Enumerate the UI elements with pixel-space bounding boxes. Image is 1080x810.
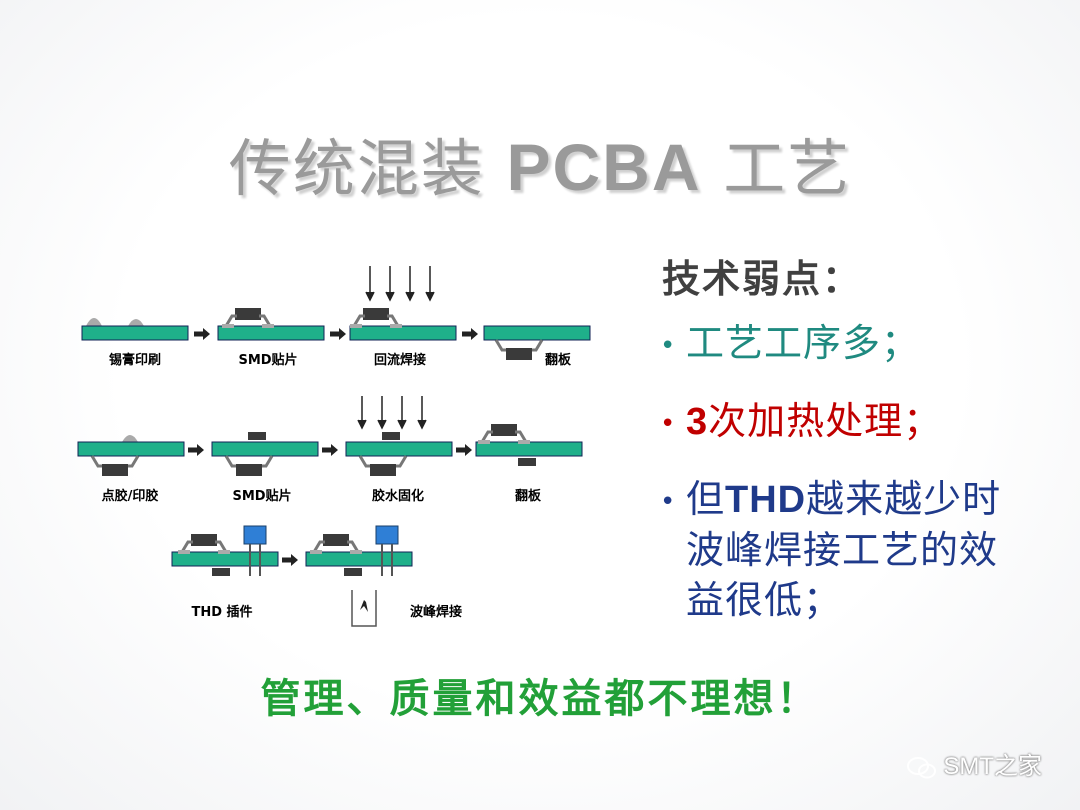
bullet-icon: •	[660, 408, 677, 439]
label-wave-solder: 波峰焊接	[410, 604, 462, 620]
row2-step4: 翻板	[475, 422, 583, 504]
arrow-icon	[330, 328, 346, 340]
row3-step1: THD 插件	[171, 525, 279, 620]
label-solder-paste-print: 锡膏印刷	[109, 352, 161, 368]
watermark: SMT之家	[907, 746, 1042, 781]
row2-step3: 胶水固化	[345, 396, 453, 504]
label-reflow: 回流焊接	[374, 352, 426, 368]
label-thd-insert: THD 插件	[191, 604, 252, 620]
arrow-icon	[322, 444, 338, 456]
row3-step2: 波峰焊接	[305, 525, 462, 627]
weakness-point-1: •工艺工序多；	[660, 318, 920, 371]
arrow-icon	[456, 444, 472, 456]
arrow-icon	[188, 444, 204, 456]
row2-step2: SMD贴片	[211, 432, 319, 504]
bullet-icon: •	[660, 486, 677, 517]
label-cure: 胶水固化	[372, 488, 424, 504]
label-smd-place-2: SMD贴片	[232, 488, 291, 504]
row1-step1: 锡膏印刷	[81, 318, 189, 368]
arrow-icon	[282, 554, 298, 566]
arrow-icon	[194, 328, 210, 340]
weakness-point-3: •但THD越来越少时波峰焊接工艺的效益很低；	[660, 477, 1002, 622]
wechat-icon	[907, 756, 937, 779]
arrow-icon	[462, 328, 478, 340]
weakness-heading: 技术弱点：	[662, 257, 863, 301]
row2-step1: 点胶/印胶	[77, 435, 185, 504]
row1-step2: SMD贴片	[217, 306, 325, 368]
row1-step4: 翻板	[483, 325, 591, 368]
bullet-icon: •	[660, 330, 677, 361]
label-glue: 点胶/印胶	[102, 488, 159, 504]
label-flip-1: 翻板	[545, 352, 572, 368]
label-smd-place-1: SMD贴片	[238, 352, 297, 368]
process-diagram: 锡膏印刷 SMD贴片 回流焊接 翻板 点胶/印胶 SMD贴片	[77, 266, 591, 627]
page-title: 传统混装 PCBA 工艺	[228, 130, 852, 205]
weakness-point-2: •3次加热处理；	[660, 396, 942, 449]
label-flip-2: 翻板	[515, 488, 542, 504]
row1-step3: 回流焊接	[348, 266, 457, 368]
conclusion-text: 管理、质量和效益都不理想！	[260, 676, 820, 722]
